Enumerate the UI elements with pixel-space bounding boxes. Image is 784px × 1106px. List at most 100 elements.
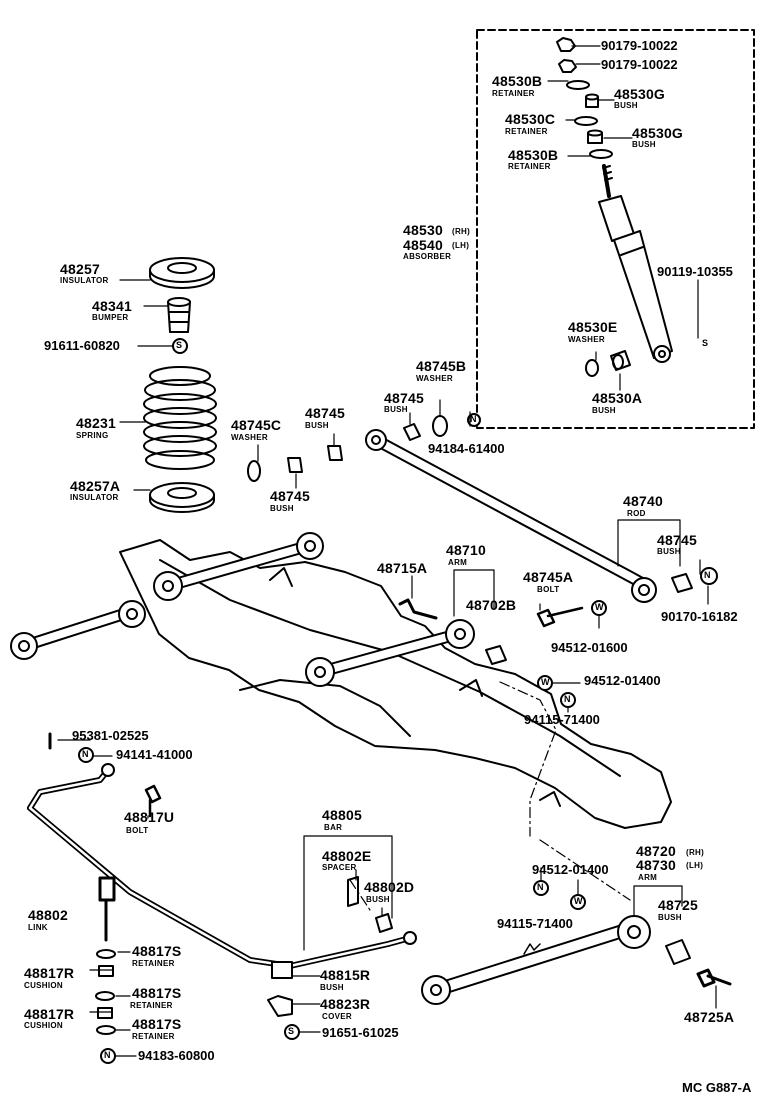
stabilizer-bar-assembly [27, 732, 417, 1064]
label-48817s-2: 48817S [132, 985, 182, 1001]
label-spacer: SPACER [322, 863, 357, 872]
label-insulator-a: INSULATOR [70, 493, 119, 502]
label-48725: 48725 [658, 897, 698, 913]
nut-94184 [467, 413, 481, 427]
label-48257a: 48257A [70, 478, 121, 494]
label-48530g-upper: 48530G [614, 86, 666, 102]
bolt-48745a [536, 606, 584, 628]
absorber-eye [653, 345, 671, 363]
label-94512-01600: 94512-01600 [551, 640, 628, 655]
label-bush-r: BUSH [320, 983, 344, 992]
lateral-rod-assembly [247, 413, 718, 603]
label-48540-lh: (LH) [452, 241, 470, 250]
label-48730-lh: (LH) [686, 861, 704, 870]
label-bush-g1: BUSH [614, 101, 638, 110]
label-48823r: 48823R [320, 996, 371, 1012]
retainer-48817s-2 [95, 991, 115, 1001]
retainer-48530c [574, 116, 598, 126]
label-48802e: 48802E [322, 848, 372, 864]
lower-control-arm-48720 [421, 880, 732, 1005]
label-90179-10022-upper: 90179-10022 [601, 38, 678, 53]
label-94115-71400-upper: 94115-71400 [524, 712, 600, 727]
bush-48745-upper [327, 445, 343, 461]
nut-90170 [700, 567, 718, 585]
label-48815r: 48815R [320, 967, 371, 983]
label-90119-10355: 90119-10355 [657, 264, 733, 279]
shock-absorber-assembly [556, 37, 673, 377]
label-bush-745-4: BUSH [657, 547, 681, 556]
bush-48702b [485, 645, 507, 665]
label-48817s-1: 48817S [132, 943, 182, 959]
label-bolt-u: BOLT [126, 826, 149, 835]
retainer-48530b-top [566, 80, 590, 90]
label-48817r-1: 48817R [24, 965, 75, 981]
washer-48745b [432, 415, 448, 437]
washer-94512-01400 [537, 675, 553, 691]
label-95381-02525: 95381-02525 [72, 728, 149, 743]
mark-n-94115-upper: N [564, 694, 571, 704]
label-94115-71400-lower: 94115-71400 [497, 916, 573, 931]
insulator-48257a [149, 482, 215, 508]
bush-48725 [665, 939, 691, 965]
coil-spring-48231 [143, 366, 217, 470]
label-arm-710: ARM [448, 558, 468, 567]
label-91651-61025: 91651-61025 [322, 1025, 399, 1040]
label-48745b: 48745B [416, 358, 467, 374]
link-48802 [98, 876, 116, 942]
label-arm-720: ARM [638, 873, 658, 882]
label-94184-61400: 94184-61400 [428, 441, 505, 456]
label-retainer-s3: RETAINER [132, 1032, 175, 1041]
label-48725a: 48725A [684, 1009, 735, 1025]
label-48745a: 48745A [523, 569, 574, 585]
mark-w-94512-lower: W [574, 896, 583, 906]
label-bush-725: BUSH [658, 913, 682, 922]
label-48817u: 48817U [124, 809, 175, 825]
cushion-48817r-1 [98, 965, 114, 977]
label-48745-3: 48745 [305, 405, 345, 421]
washer-94512-01600 [591, 600, 607, 616]
spacer-48802e [347, 876, 359, 907]
label-48530c: 48530C [505, 111, 556, 127]
label-cushion-1: CUSHION [24, 981, 63, 990]
label-48341: 48341 [92, 298, 132, 314]
label-94512-01400: 94512-01400 [584, 673, 661, 688]
label-bush-d: BUSH [366, 895, 390, 904]
label-washer-e: WASHER [568, 335, 605, 344]
label-48530g-lower: 48530G [632, 125, 684, 141]
assembly-guide-lines [349, 681, 631, 911]
label-48257: 48257 [60, 261, 100, 277]
label-48530b-top: 48530B [492, 73, 543, 89]
nut-94183 [100, 1048, 116, 1064]
nut-94141 [78, 747, 94, 763]
label-48540: 48540 [403, 237, 443, 253]
label-bush-745-2: BUSH [270, 504, 294, 513]
mark-n-94115-lower: N [537, 882, 544, 892]
label-48530a: 48530A [592, 390, 643, 406]
label-bush-a: BUSH [592, 406, 616, 415]
label-48530: 48530 [403, 222, 443, 238]
label-retainer-top: RETAINER [492, 89, 535, 98]
mark-w-94512-01600: W [595, 602, 604, 612]
nut-94115-lower [533, 880, 549, 896]
bolt-48817u [144, 784, 162, 818]
label-48817s-3: 48817S [132, 1016, 182, 1032]
label-bumper: BUMPER [92, 313, 129, 322]
label-cushion-2: CUSHION [24, 1021, 63, 1030]
label-94183-60800: 94183-60800 [138, 1048, 215, 1063]
label-bar: BAR [324, 823, 343, 832]
upper-control-arms [10, 532, 607, 708]
mark-s-90119: S [702, 338, 709, 348]
label-48702b: 48702B [466, 597, 517, 613]
label-48720-rh: (RH) [686, 848, 705, 857]
washer-48530e [585, 359, 599, 377]
cushion-48817r-2 [97, 1007, 113, 1019]
label-spring: SPRING [76, 431, 109, 440]
label-cover: COVER [322, 1012, 352, 1021]
bush-48815r [271, 961, 293, 979]
shock-absorber-group-border [476, 29, 755, 429]
label-48745-1: 48745 [384, 390, 424, 406]
label-washer-c: WASHER [231, 433, 268, 442]
label-48231: 48231 [76, 415, 116, 431]
mark-n-94183: N [104, 1050, 111, 1060]
